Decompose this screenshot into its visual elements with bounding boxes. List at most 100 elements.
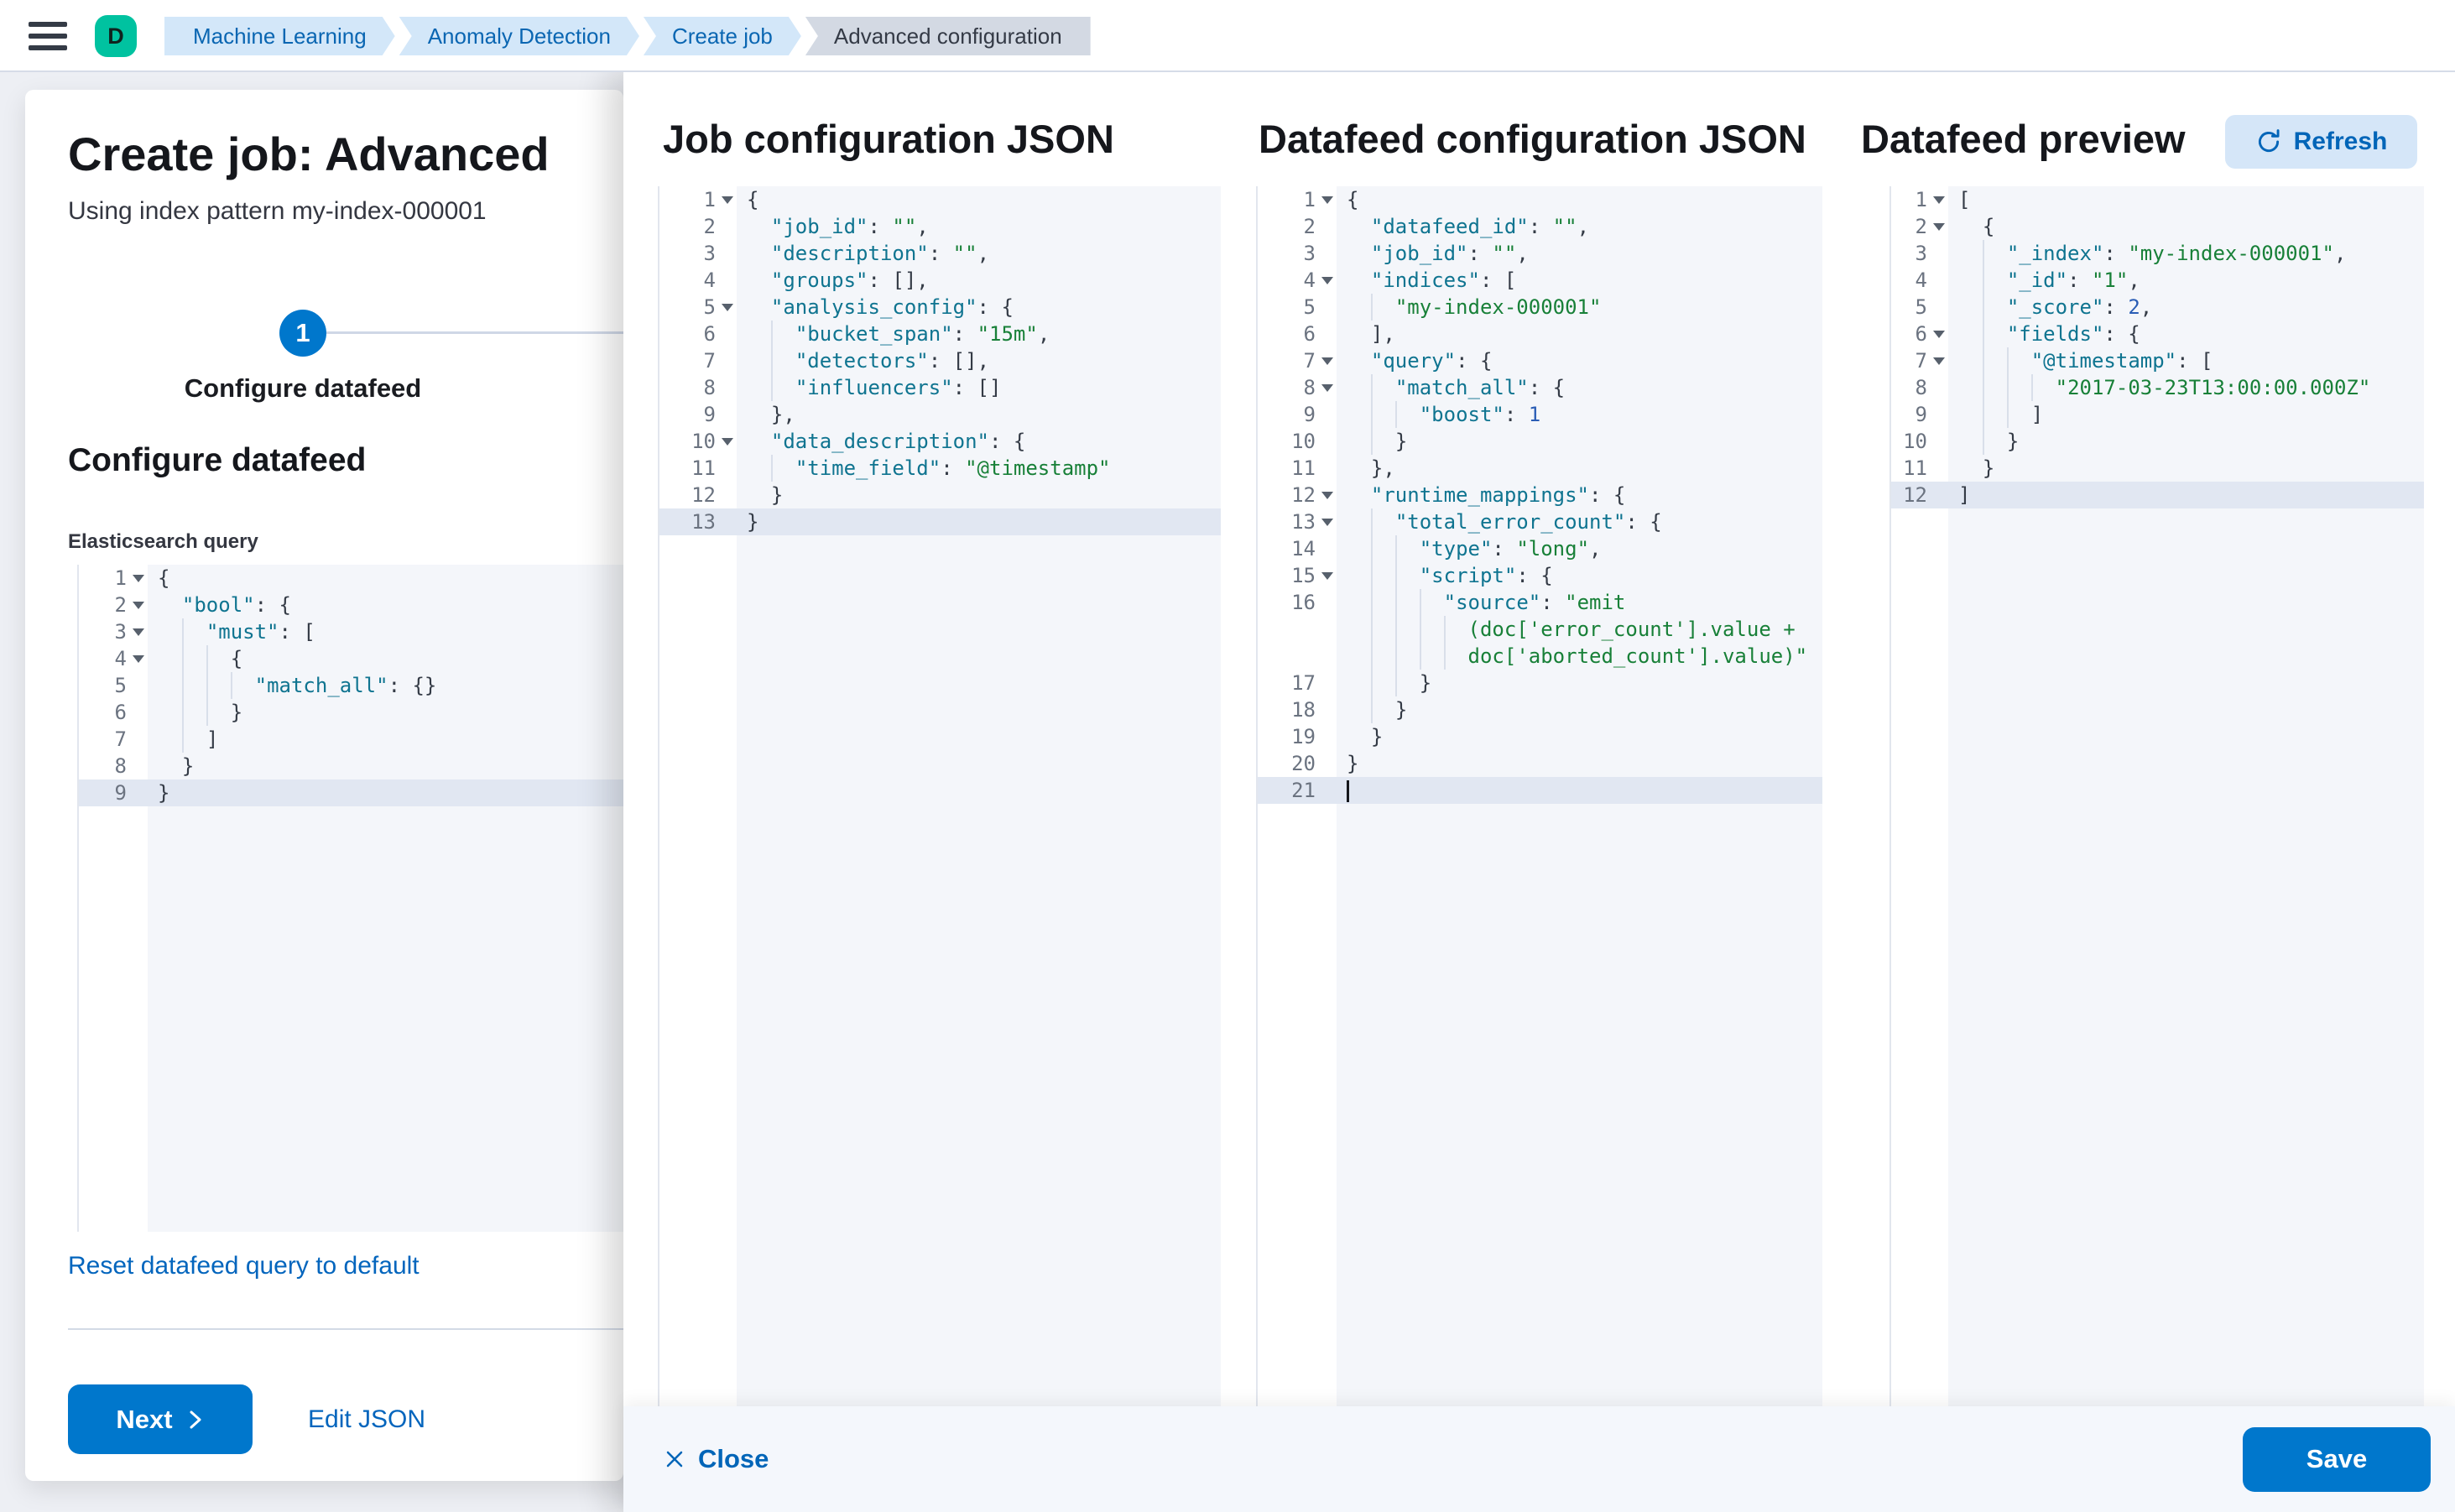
code-line[interactable]: 5 "analysis_config": { bbox=[659, 294, 1221, 321]
code-line[interactable]: 13 "total_error_count": { bbox=[1258, 508, 1822, 535]
datafeed-preview-editor[interactable]: 1[2 {3 "_index": "my-index-000001",4 "_i… bbox=[1889, 186, 2424, 1406]
step-1-indicator[interactable]: 1 bbox=[279, 310, 326, 357]
code-line[interactable]: 5 "my-index-000001" bbox=[1258, 294, 1822, 321]
fold-arrow-icon[interactable] bbox=[722, 303, 733, 311]
code-line[interactable]: 6 "fields": { bbox=[1891, 321, 2424, 347]
code-line[interactable]: doc['aborted_count'].value)" bbox=[1258, 643, 1822, 670]
fold-arrow-icon[interactable] bbox=[1933, 222, 1945, 231]
editor-empty-area[interactable] bbox=[659, 535, 1221, 1406]
code-line[interactable]: 9} bbox=[79, 779, 623, 806]
fold-arrow-icon[interactable] bbox=[133, 654, 144, 663]
code-line[interactable]: 7 "@timestamp": [ bbox=[1891, 347, 2424, 374]
code-line[interactable]: 8 } bbox=[79, 753, 623, 779]
code-line[interactable]: 8 "influencers": [] bbox=[659, 374, 1221, 401]
code-line[interactable]: 9 "boost": 1 bbox=[1258, 401, 1822, 428]
refresh-button[interactable]: Refresh bbox=[2225, 115, 2417, 169]
code-area[interactable] bbox=[148, 806, 623, 1232]
code-line[interactable]: 9 }, bbox=[659, 401, 1221, 428]
code-line[interactable]: 4 "_id": "1", bbox=[1891, 267, 2424, 294]
fold-arrow-icon[interactable] bbox=[1321, 383, 1333, 392]
editor-empty-area[interactable] bbox=[1258, 804, 1822, 1406]
code-line[interactable]: 18 } bbox=[1258, 696, 1822, 723]
code-line[interactable]: 2 "bool": { bbox=[79, 592, 623, 618]
next-button[interactable]: Next bbox=[68, 1384, 253, 1454]
code-line[interactable]: 3 "_index": "my-index-000001", bbox=[1891, 240, 2424, 267]
code-area[interactable] bbox=[737, 535, 1221, 1406]
fold-arrow-icon[interactable] bbox=[722, 437, 733, 446]
code-line[interactable]: 11 } bbox=[1891, 455, 2424, 482]
code-line[interactable]: 1{ bbox=[1258, 186, 1822, 213]
breadcrumb-item[interactable]: Machine Learning bbox=[164, 17, 395, 55]
code-line[interactable]: 3 "must": [ bbox=[79, 618, 623, 645]
code-line[interactable]: 12] bbox=[1891, 482, 2424, 508]
datafeed-config-editor[interactable]: 1{2 "datafeed_id": "",3 "job_id": "",4 "… bbox=[1256, 186, 1822, 1406]
code-line[interactable]: 16 "source": "emit bbox=[1258, 589, 1822, 616]
code-line[interactable]: 5 "_score": 2, bbox=[1891, 294, 2424, 321]
avatar[interactable]: D bbox=[95, 15, 137, 57]
editor-empty-area[interactable] bbox=[1891, 508, 2424, 1406]
code-line[interactable]: 12 } bbox=[659, 482, 1221, 508]
code-line[interactable]: 1{ bbox=[659, 186, 1221, 213]
code-line[interactable]: 20} bbox=[1258, 750, 1822, 777]
code-line[interactable]: 11 }, bbox=[1258, 455, 1822, 482]
page-title: Create job: Advanced bbox=[68, 128, 550, 180]
code-line[interactable]: 8 "2017-03-23T13:00:00.000Z" bbox=[1891, 374, 2424, 401]
fold-arrow-icon[interactable] bbox=[1321, 276, 1333, 284]
code-line[interactable]: 7 ] bbox=[79, 726, 623, 753]
editor-empty-area[interactable] bbox=[79, 806, 623, 1232]
fold-arrow-icon[interactable] bbox=[1933, 357, 1945, 365]
code-line[interactable]: 12 "runtime_mappings": { bbox=[1258, 482, 1822, 508]
code-line[interactable]: (doc['error_count'].value + bbox=[1258, 616, 1822, 643]
code-line[interactable]: 14 "type": "long", bbox=[1258, 535, 1822, 562]
code-line[interactable]: 6 ], bbox=[1258, 321, 1822, 347]
code-line[interactable]: 17 } bbox=[1258, 670, 1822, 696]
code-area[interactable] bbox=[1337, 804, 1822, 1406]
menu-icon[interactable] bbox=[29, 22, 67, 50]
code-area[interactable] bbox=[1948, 508, 2424, 1406]
code-line[interactable]: 3 "job_id": "", bbox=[1258, 240, 1822, 267]
code-line[interactable]: 6 "bucket_span": "15m", bbox=[659, 321, 1221, 347]
fold-arrow-icon[interactable] bbox=[1933, 330, 1945, 338]
code-line[interactable]: 2 "datafeed_id": "", bbox=[1258, 213, 1822, 240]
code-line[interactable]: 15 "script": { bbox=[1258, 562, 1822, 589]
code-line[interactable]: 13} bbox=[659, 508, 1221, 535]
code-line[interactable]: 4 { bbox=[79, 645, 623, 672]
close-button[interactable]: Close bbox=[663, 1444, 769, 1474]
code-line[interactable]: 11 "time_field": "@timestamp" bbox=[659, 455, 1221, 482]
code-line[interactable]: 1[ bbox=[1891, 186, 2424, 213]
code-line[interactable]: 2 { bbox=[1891, 213, 2424, 240]
fold-arrow-icon[interactable] bbox=[133, 628, 144, 636]
code-line[interactable]: 4 "groups": [], bbox=[659, 267, 1221, 294]
code-line[interactable]: 6 } bbox=[79, 699, 623, 726]
code-line[interactable]: 10 } bbox=[1258, 428, 1822, 455]
reset-datafeed-query-link[interactable]: Reset datafeed query to default bbox=[68, 1252, 420, 1280]
job-config-editor[interactable]: 1{2 "job_id": "",3 "description": "",4 "… bbox=[658, 186, 1221, 1406]
fold-arrow-icon[interactable] bbox=[133, 601, 144, 609]
code-line[interactable]: 10 } bbox=[1891, 428, 2424, 455]
code-line[interactable]: 7 "query": { bbox=[1258, 347, 1822, 374]
edit-json-link[interactable]: Edit JSON bbox=[308, 1405, 426, 1433]
fold-arrow-icon[interactable] bbox=[1321, 518, 1333, 526]
breadcrumb-item[interactable]: Create job bbox=[644, 17, 801, 55]
code-line[interactable]: 10 "data_description": { bbox=[659, 428, 1221, 455]
fold-arrow-icon[interactable] bbox=[1321, 491, 1333, 499]
code-line[interactable]: 1{ bbox=[79, 565, 623, 592]
fold-arrow-icon[interactable] bbox=[722, 196, 733, 204]
code-line[interactable]: 7 "detectors": [], bbox=[659, 347, 1221, 374]
fold-arrow-icon[interactable] bbox=[1321, 571, 1333, 580]
fold-arrow-icon[interactable] bbox=[133, 574, 144, 582]
code-line[interactable]: 8 "match_all": { bbox=[1258, 374, 1822, 401]
code-line[interactable]: 2 "job_id": "", bbox=[659, 213, 1221, 240]
save-button[interactable]: Save bbox=[2243, 1426, 2431, 1492]
code-line[interactable]: 9 ] bbox=[1891, 401, 2424, 428]
code-line[interactable]: 5 "match_all": {} bbox=[79, 672, 623, 699]
breadcrumb-item[interactable]: Anomaly Detection bbox=[399, 17, 639, 55]
elasticsearch-query-editor[interactable]: 1{2 "bool": {3 "must": [4 {5 "match_all"… bbox=[77, 565, 623, 1232]
fold-arrow-icon[interactable] bbox=[1933, 196, 1945, 204]
code-line[interactable]: 4 "indices": [ bbox=[1258, 267, 1822, 294]
code-line[interactable]: 3 "description": "", bbox=[659, 240, 1221, 267]
code-line[interactable]: 19 } bbox=[1258, 723, 1822, 750]
fold-arrow-icon[interactable] bbox=[1321, 357, 1333, 365]
code-line[interactable]: 21 bbox=[1258, 777, 1822, 804]
fold-arrow-icon[interactable] bbox=[1321, 196, 1333, 204]
